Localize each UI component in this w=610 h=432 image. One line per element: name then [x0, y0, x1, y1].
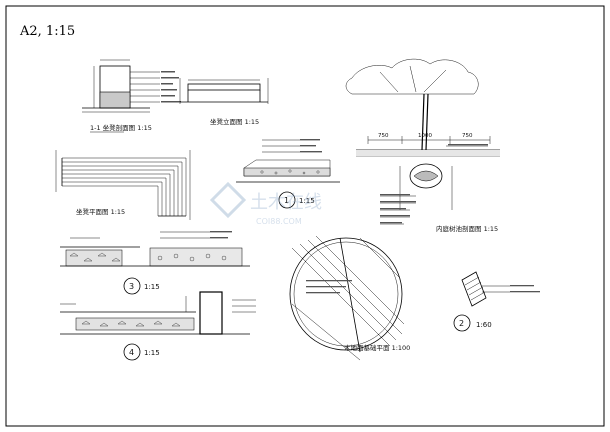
- detail-2-scale: 1:60: [476, 321, 492, 329]
- wood-deck-plan: 木地面基础平面 1:100: [289, 235, 410, 361]
- wood-deck-caption: 木地面基础平面 1:100: [344, 343, 410, 352]
- sheet-title: A2, 1:15: [19, 24, 75, 39]
- detail-2-number-circle: [453, 314, 471, 332]
- detail-1-number-circle: [278, 191, 296, 209]
- section-1-1-caption: 1-1 坐凳剖面图 1:15: [90, 123, 152, 132]
- detail-4-number-circle: [123, 343, 141, 361]
- bench-plan-caption: 坐凳平面图 1:15: [76, 207, 125, 216]
- detail-4: 4 1:15: [60, 291, 256, 361]
- deck-outer-circle: [289, 237, 403, 351]
- detail-3: 3 1:15: [60, 231, 250, 295]
- section-1-1: 1-1 坐凳剖面图 1:15: [82, 59, 181, 133]
- tree-canopy: [345, 58, 479, 95]
- detail-1-scale: 1:15: [299, 197, 315, 205]
- bench-plan: 坐凳平面图 1:15: [55, 150, 191, 220]
- detail-4-number: 4: [129, 348, 134, 357]
- watermark-text: 土木在线: [250, 192, 322, 213]
- detail-3-number: 3: [129, 282, 134, 291]
- watermark: 土木在线 COI88.COM: [209, 181, 322, 226]
- tree-pit-dim-right: 750: [462, 133, 473, 139]
- watermark-url: COI88.COM: [256, 217, 302, 226]
- detail-1: 1 1:15: [236, 139, 340, 209]
- detail-1-number: 1: [284, 196, 289, 205]
- tree-pit-section: 750 1000 750 内庭树池剖面图 1:15: [345, 58, 500, 233]
- detail-4-scale: 1:15: [144, 349, 160, 357]
- detail-2: 2 1:60: [453, 271, 540, 332]
- tree-pit-dim-mid: 1000: [418, 133, 432, 139]
- tree-pit-dim-left: 750: [378, 133, 389, 139]
- bench-elevation: 坐凳立面图 1:15: [179, 78, 269, 126]
- detail-3-scale: 1:15: [144, 283, 160, 291]
- detail-3-number-circle: [123, 277, 141, 295]
- bench-elevation-caption: 坐凳立面图 1:15: [210, 117, 259, 126]
- detail-2-number: 2: [459, 319, 464, 328]
- root-ball: [409, 163, 443, 189]
- sheet-border: [5, 5, 605, 427]
- tree-pit-caption: 内庭树池剖面图 1:15: [436, 224, 498, 233]
